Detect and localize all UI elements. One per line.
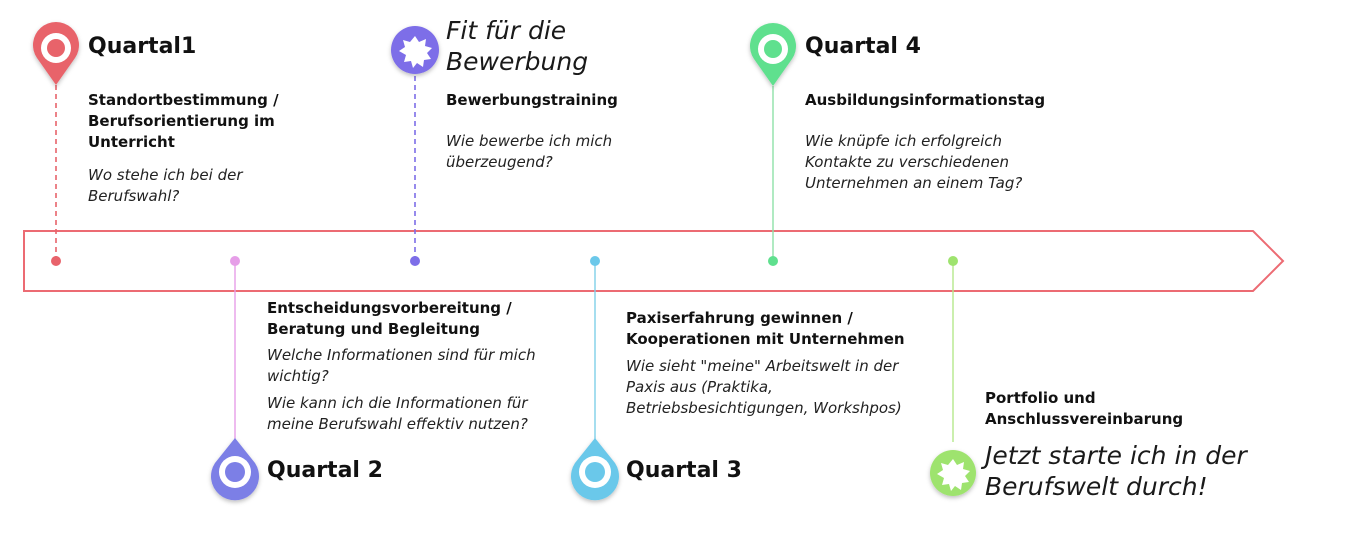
map-pin-icon: [750, 23, 796, 86]
drop-pin-icon: [211, 438, 259, 501]
portfolio-topic: Portfolio und Anschlussvereinbarung: [985, 389, 1184, 428]
drop-pin-icon: [571, 438, 619, 501]
q3-text-block: Paxiserfahrung gewinnen / Kooperationen …: [626, 308, 936, 419]
q3-title: Quartal 3: [626, 458, 742, 483]
q4-question: Wie knüpfe ich erfolgreich Kontakte zu v…: [805, 132, 1023, 192]
q4-topic: Ausbildungsinformationstag: [805, 91, 1046, 109]
q1-title: Quartal1: [88, 34, 197, 59]
q4-title: Quartal 4: [805, 34, 921, 59]
q2-question-2: Wie kann ich die Informationen für meine…: [267, 394, 528, 433]
bewerbung-topic: Bewerbungstraining: [446, 91, 618, 109]
portfolio-text-block: Portfolio und Anschlussvereinbarung: [985, 388, 1245, 430]
q3-topic: Paxiserfahrung gewinnen / Kooperationen …: [626, 309, 905, 348]
portfolio-title: Jetzt starte ich in der Berufswelt durch…: [985, 441, 1247, 501]
q2-question-1: Welche Informationen sind für mich wicht…: [267, 346, 536, 385]
bewerbung-dot: [410, 256, 420, 266]
seal-badge-icon: [930, 450, 976, 496]
bewerbung-question: Wie bewerbe ich mich überzeugend?: [446, 132, 613, 171]
timeline-arrow: [23, 230, 1285, 292]
q3-dot: [590, 256, 600, 266]
portfolio-dot: [948, 256, 958, 266]
bewerbung-title: Fit für die Bewerbung: [446, 16, 589, 76]
q4-text-block: Ausbildungsinformationstag Wie knüpfe ic…: [805, 90, 1070, 194]
q1-topic: Standortbestimmung / Berufsorientierung …: [88, 91, 279, 151]
seal-badge-icon: [391, 26, 439, 74]
q1-text-block: Standortbestimmung / Berufsorientierung …: [88, 90, 338, 207]
bewerbung-text-block: Bewerbungstraining Wie bewerbe ich mich …: [446, 90, 666, 173]
q3-question: Wie sieht "meine" Arbeitswelt in der Pax…: [626, 357, 902, 417]
q1-dot: [51, 256, 61, 266]
q2-topic: Entscheidungsvorbereitung / Beratung und…: [267, 299, 512, 338]
q2-text-block: Entscheidungsvorbereitung / Beratung und…: [267, 298, 567, 435]
q2-title: Quartal 2: [267, 458, 383, 483]
q4-dot: [768, 256, 778, 266]
q1-question: Wo stehe ich bei der Berufswahl?: [88, 166, 243, 205]
q2-dot: [230, 256, 240, 266]
map-pin-icon: [33, 22, 79, 85]
